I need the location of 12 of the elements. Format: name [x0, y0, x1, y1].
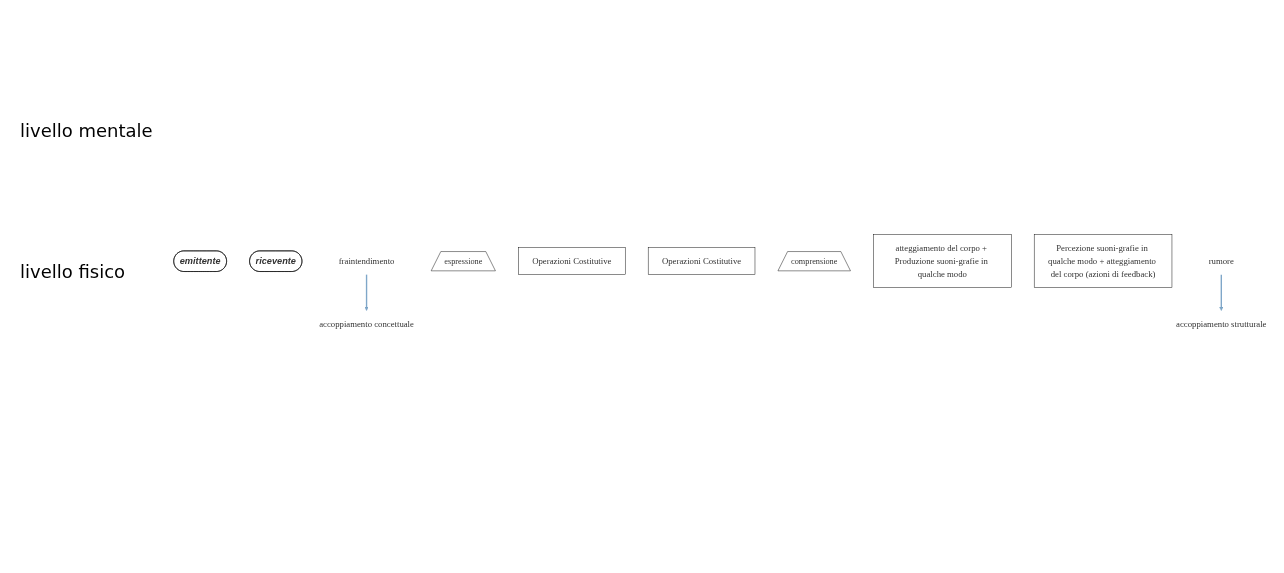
node-text: fraintendimento [338, 256, 395, 267]
node-text: accoppiamento concettuale [319, 319, 414, 329]
node-text: accoppiamento strutturale [1176, 319, 1267, 329]
node-box: Percezione suoni-grafie in qualche modo + atteggiamento del corpo (azioni di feedback) [1033, 234, 1173, 289]
node-box: Operazioni Costitutive [518, 247, 626, 276]
level-label: livello fisico [20, 261, 127, 282]
level-label: livello mentale [20, 120, 154, 141]
arrow [1219, 274, 1224, 312]
node-box: atteggiamento del corpo + Produzione suoni-grafie in qualche modo [873, 234, 1012, 289]
arrow [364, 274, 369, 312]
node-box: Operazioni Costitutive [647, 247, 756, 276]
node-text: rumore [1208, 256, 1234, 267]
